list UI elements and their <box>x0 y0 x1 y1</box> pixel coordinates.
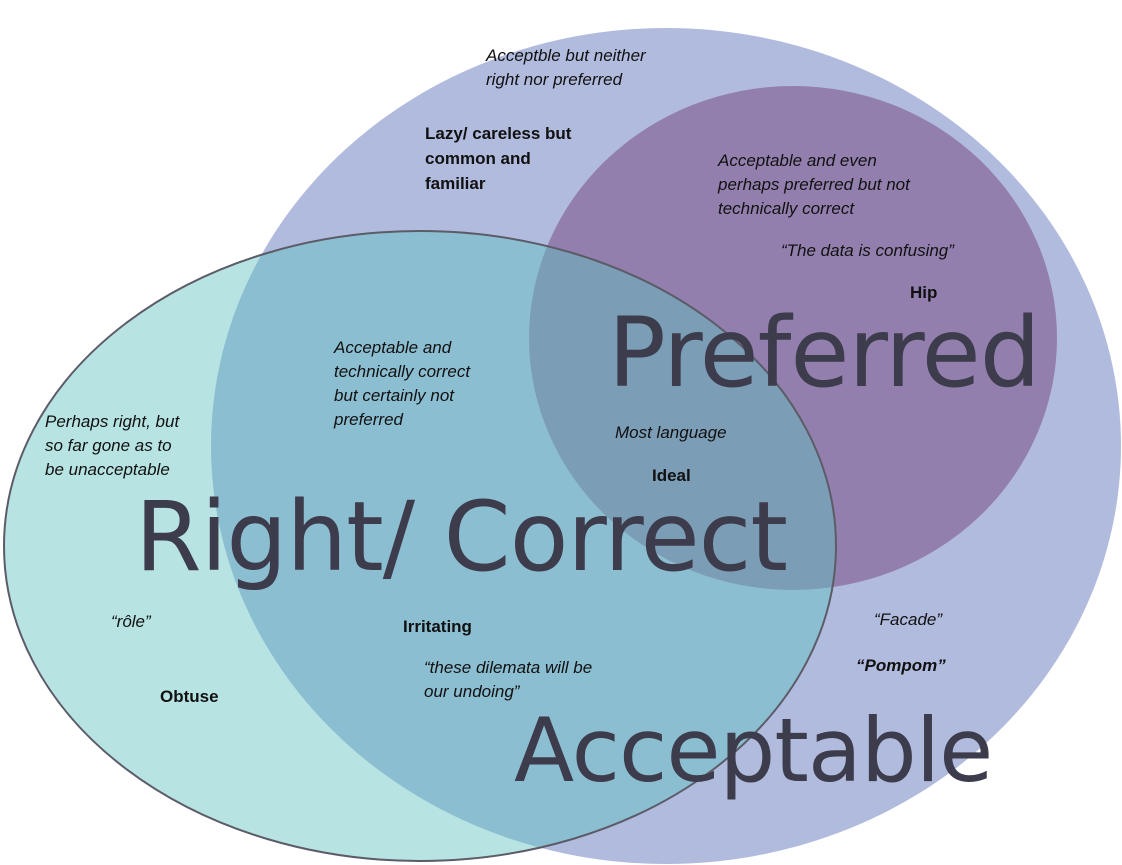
correct-not-preferred-description: Acceptable and technically correct but c… <box>333 338 475 429</box>
obtuse-label: Obtuse <box>160 687 219 706</box>
lazy-careless-label: Lazy/ careless but common and familiar <box>425 124 576 193</box>
right-correct-circle <box>3 230 837 862</box>
facade-example: “Facade” <box>874 610 943 629</box>
acceptable-set-label: Acceptable <box>514 699 992 802</box>
acceptable-only-description: Acceptble but neither right nor preferre… <box>485 46 650 89</box>
right-only-description: Perhaps right, but so far gone as to be … <box>45 412 184 479</box>
preferred-description: Acceptable and even perhaps preferred bu… <box>717 151 915 218</box>
role-example: “rôle” <box>111 612 152 631</box>
dilemata-quote: “these dilemata will be our undoing” <box>424 658 597 701</box>
most-language-label: Most language <box>615 423 727 442</box>
right-correct-set-label: Right/ Correct <box>135 481 787 593</box>
preferred-circle <box>529 86 1057 590</box>
preferred-set-label: Preferred <box>608 297 1040 409</box>
hip-label: Hip <box>910 283 937 302</box>
pompom-example: “Pompom” <box>856 656 946 675</box>
irritating-label: Irritating <box>403 617 472 636</box>
ideal-label: Ideal <box>652 466 691 485</box>
data-confusing-quote: “The data is confusing” <box>781 241 955 260</box>
